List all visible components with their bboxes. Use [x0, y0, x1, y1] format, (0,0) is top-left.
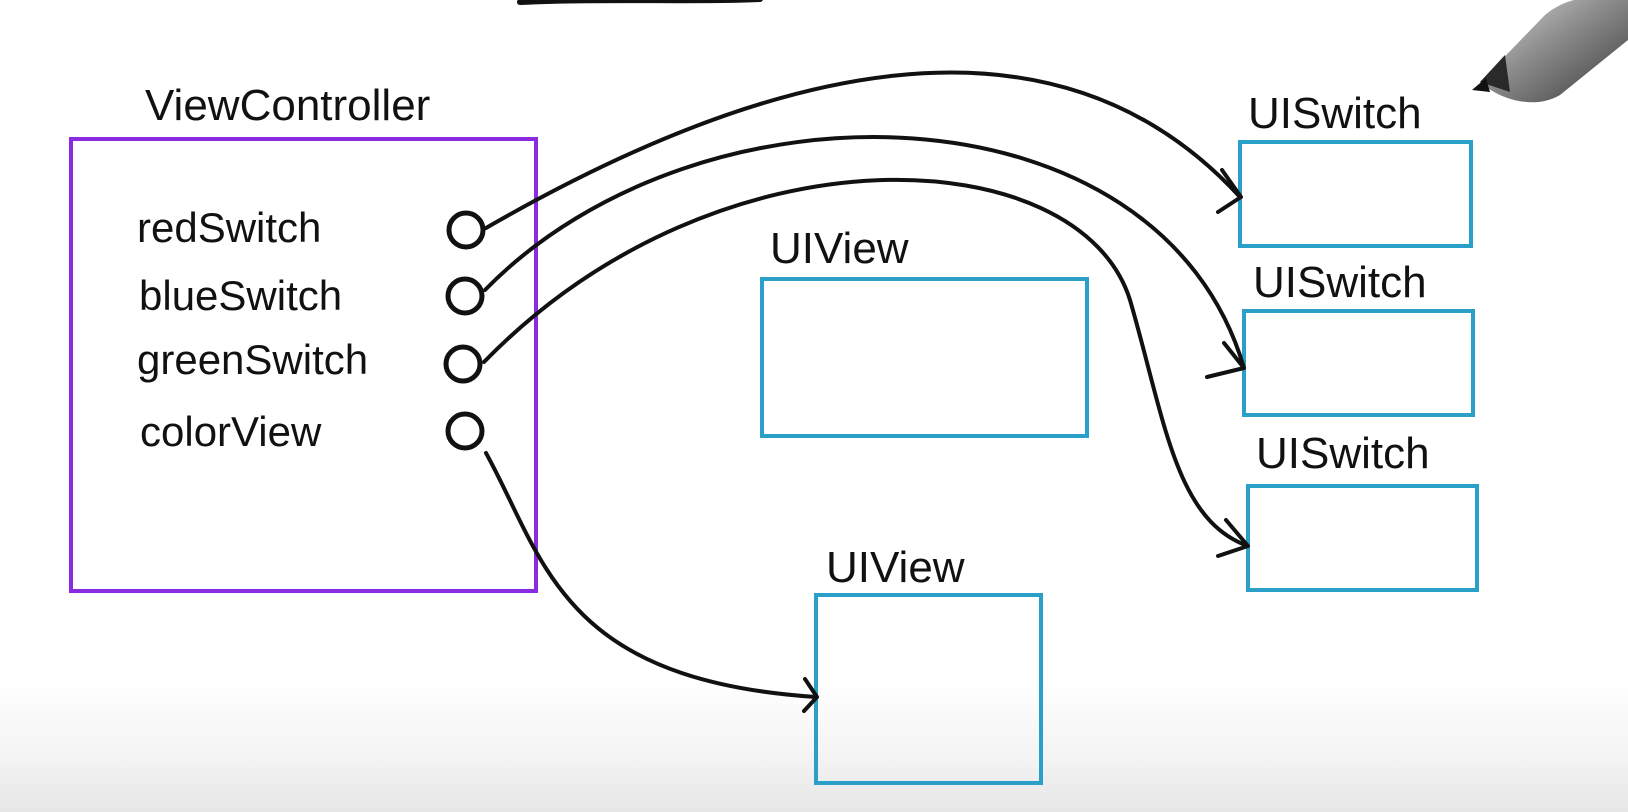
outlet-circle-colorView-icon [445, 411, 485, 451]
uiview-1: UIView [760, 224, 1089, 438]
outlet-label-redSwitch: redSwitch [137, 204, 321, 251]
outlet-label-colorView: colorView [140, 408, 322, 455]
uiswitch-3-label: UISwitch [1256, 429, 1430, 478]
uiswitch-1-box [1238, 140, 1473, 248]
connections [482, 70, 1250, 713]
outlet-label-greenSwitch: greenSwitch [137, 336, 368, 383]
marker-scribble [517, 0, 763, 5]
uiview-1-label: UIView [770, 224, 909, 273]
arrowhead-colorView-icon [802, 677, 819, 713]
outlet-circle-redSwitch-icon [446, 210, 486, 250]
arrowhead-blueSwitch-icon [1205, 341, 1246, 379]
view-controller-box [69, 137, 538, 593]
uiswitch-2: UISwitch [1242, 258, 1475, 417]
outlet-label-blueSwitch: blueSwitch [139, 272, 342, 319]
connection-colorView [484, 451, 818, 699]
uiswitch-3: UISwitch [1246, 429, 1479, 592]
uiswitch-2-box [1242, 309, 1475, 417]
connection-redSwitch [484, 70, 1242, 230]
pen-tip-icon [1472, 0, 1628, 103]
uiswitch-3-box [1246, 484, 1479, 592]
connection-blueSwitch [483, 135, 1246, 370]
outlet-circle-blueSwitch-icon [445, 276, 485, 316]
uiview-1-box [760, 277, 1089, 438]
connection-greenSwitch [482, 177, 1250, 548]
arrowhead-redSwitch-icon [1216, 168, 1243, 214]
view-controller: ViewController redSwitch blueSwitch gree… [69, 81, 538, 593]
view-controller-title: ViewController [145, 81, 430, 130]
uiswitch-1: UISwitch [1238, 89, 1473, 248]
outlet-circle-greenSwitch-icon [443, 344, 483, 384]
uiview-2-label: UIView [826, 543, 965, 592]
arrowhead-greenSwitch-icon [1216, 518, 1250, 558]
uiview-2-box [814, 593, 1043, 785]
uiview-2: UIView [814, 543, 1043, 785]
uiswitch-1-label: UISwitch [1248, 89, 1422, 138]
uiswitch-2-label: UISwitch [1253, 258, 1427, 307]
